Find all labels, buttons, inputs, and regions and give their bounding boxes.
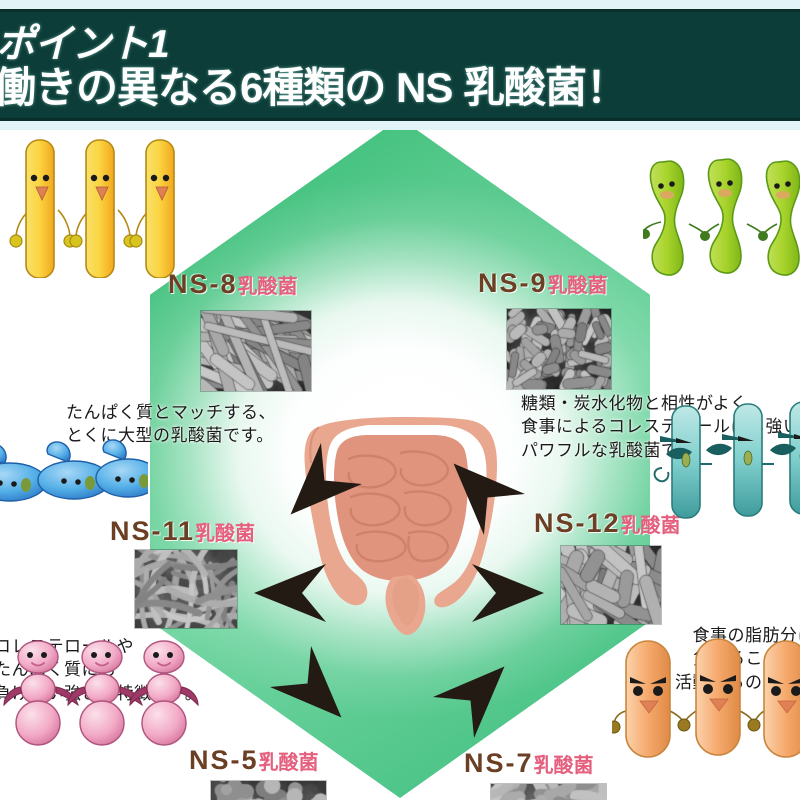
label-ns-9-suffix: 乳酸菌 [547, 275, 608, 297]
page-headline: 働きの異なる6種類の NS 乳酸菌！ [0, 64, 628, 111]
character-group-ns-11 [0, 426, 161, 518]
title-band-bottom-edge [0, 118, 800, 121]
micrograph-ns7 [490, 783, 607, 800]
label-ns-5-code: NS-5 [189, 745, 259, 775]
label-ns-7-code: NS-7 [464, 748, 534, 778]
intestine-illustration [297, 389, 505, 639]
arrow-to-ns11 [252, 562, 328, 624]
label-ns-11: NS-11乳酸菌 [110, 518, 255, 545]
micrograph-ns12 [560, 545, 662, 625]
micrograph-ns5 [210, 780, 327, 800]
point-label: ポイント1 [0, 23, 170, 66]
diagram-canvas: NS-8乳酸菌 NS-9乳酸菌 NS-11乳酸菌 NS-12乳酸菌 NS-5乳酸… [0, 130, 800, 800]
character-group-ns-9 [640, 148, 800, 283]
arrow-to-ns12 [470, 562, 546, 624]
character-group-ns-7 [607, 635, 800, 765]
title-band: ポイント1 働きの異なる6種類の NS 乳酸菌！ [0, 9, 800, 121]
character-group-ns-8 [0, 138, 184, 279]
label-ns-11-suffix: 乳酸菌 [195, 523, 256, 545]
label-ns-12-code: NS-12 [534, 508, 621, 538]
character-group-ns-5 [2, 635, 202, 765]
label-ns-12-suffix: 乳酸菌 [620, 515, 681, 537]
arrow-to-ns8 [267, 440, 365, 538]
label-ns-9-code: NS-9 [478, 268, 548, 298]
label-ns-7-suffix: 乳酸菌 [533, 755, 594, 777]
title-band-top-edge [0, 9, 800, 12]
micrograph-ns8 [200, 310, 312, 392]
character-group-ns-12 [650, 398, 800, 526]
micrograph-ns11 [134, 549, 238, 629]
label-ns-7: NS-7乳酸菌 [464, 750, 594, 777]
arrow-to-ns9 [430, 440, 528, 538]
label-ns-5: NS-5乳酸菌 [189, 747, 319, 774]
label-ns-8-code: NS-8 [168, 269, 238, 299]
label-ns-5-suffix: 乳酸菌 [258, 752, 319, 774]
title-bar-backdrop: ポイント1 働きの異なる6種類の NS 乳酸菌！ [0, 0, 800, 130]
label-ns-9: NS-9乳酸菌 [478, 270, 608, 297]
label-ns-8: NS-8乳酸菌 [168, 271, 298, 298]
arrow-to-ns7 [430, 643, 528, 741]
description-ns-9: 糖類・炭水化物と相性がよく食事によるコレステロールにも強いパワフルな乳酸菌です [521, 394, 800, 460]
micrograph-ns9 [506, 308, 612, 390]
label-ns-8-suffix: 乳酸菌 [237, 276, 298, 298]
label-ns-11-code: NS-11 [110, 516, 196, 546]
arrow-to-ns5 [267, 643, 365, 741]
label-ns-12: NS-12乳酸菌 [534, 510, 681, 537]
